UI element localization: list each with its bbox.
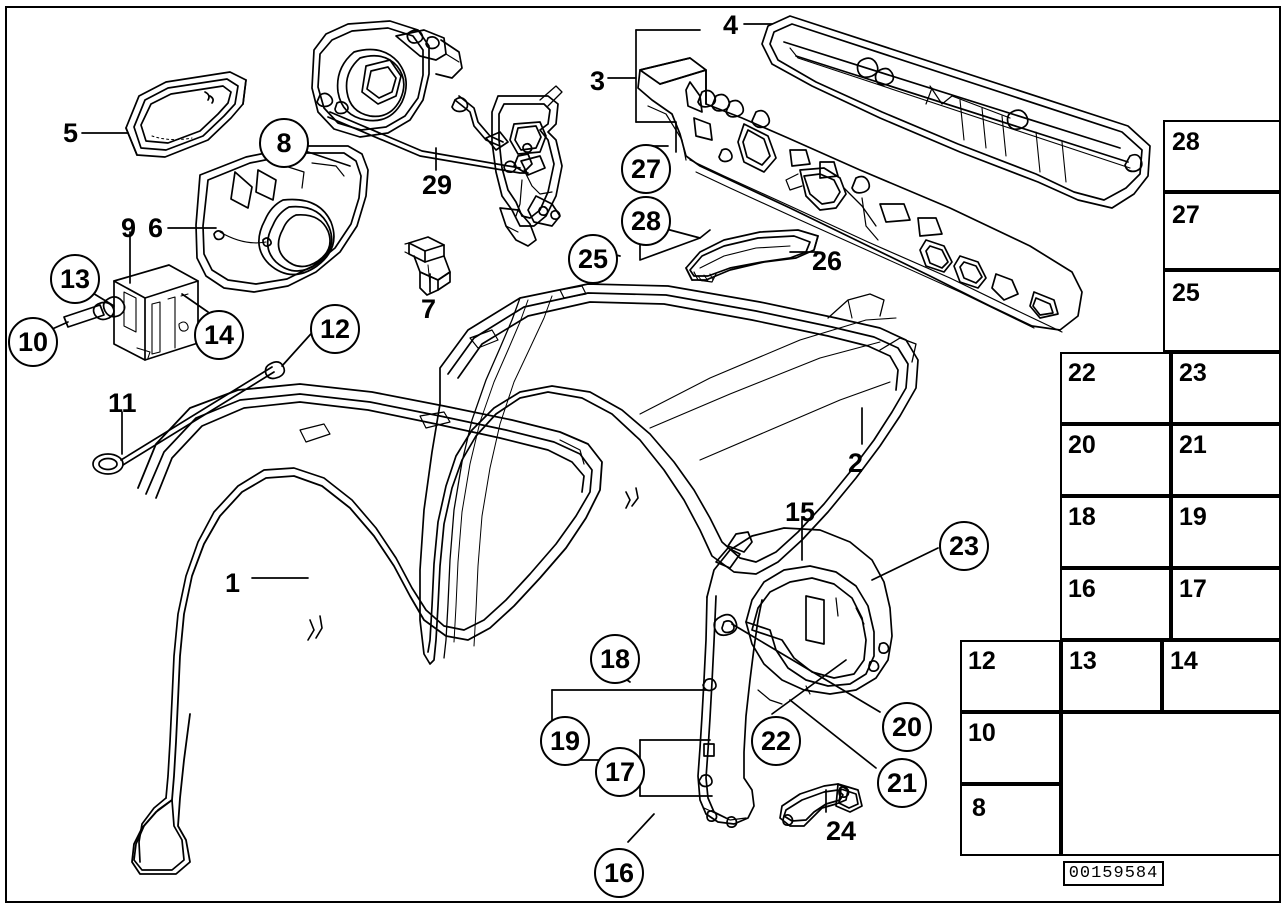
callout-8: 8 <box>259 118 309 168</box>
legend-number-12: 12 <box>968 647 996 675</box>
legend-cell-19 <box>1171 496 1281 568</box>
legend-cell-21 <box>1171 424 1281 496</box>
legend-number-22: 22 <box>1068 359 1096 387</box>
callout-14: 14 <box>194 310 244 360</box>
callout-16: 16 <box>594 848 644 898</box>
legend-cell-20 <box>1060 424 1171 496</box>
callout-28: 28 <box>621 196 671 246</box>
legend-cell-8 <box>960 784 1061 856</box>
callout-27: 27 <box>621 144 671 194</box>
legend-number-20: 20 <box>1068 431 1096 459</box>
legend-number-10: 10 <box>968 719 996 747</box>
callout-24: 24 <box>826 816 857 846</box>
part-5-seal-frame <box>125 71 247 158</box>
legend-number-27: 27 <box>1172 201 1200 229</box>
callout-4: 4 <box>723 10 739 40</box>
part-4-rear-panel-upper <box>761 15 1151 209</box>
legend-cell-25 <box>1163 270 1281 352</box>
legend-number-13: 13 <box>1069 647 1097 675</box>
legend-cell-12 <box>960 640 1061 712</box>
legend-number-23: 23 <box>1179 359 1207 387</box>
callout-17: 17 <box>595 747 645 797</box>
callout-18: 18 <box>590 634 640 684</box>
callout-5: 5 <box>63 118 79 148</box>
legend-cell-13 <box>1061 640 1162 712</box>
callout-9: 9 <box>121 213 137 243</box>
callout-11: 11 <box>108 388 137 418</box>
callout-29: 29 <box>422 170 453 200</box>
legend-number-16: 16 <box>1068 575 1096 603</box>
legend-number-14: 14 <box>1170 647 1198 675</box>
legend-number-18: 18 <box>1068 503 1096 531</box>
callout-25: 25 <box>568 234 618 284</box>
callout-19: 19 <box>540 716 590 766</box>
legend-cell-17 <box>1171 568 1281 640</box>
legend-cell-16 <box>1060 568 1171 640</box>
legend-cell-14 <box>1162 640 1281 712</box>
callout-15: 15 <box>785 497 816 527</box>
legend-number-21: 21 <box>1179 431 1207 459</box>
legend-cell-23 <box>1171 352 1281 424</box>
callout-1: 1 <box>225 568 241 598</box>
callout-23: 23 <box>939 521 989 571</box>
legend-cell-10 <box>960 712 1061 784</box>
callout-26: 26 <box>812 246 843 276</box>
part-2-rear-side-panel <box>419 283 919 665</box>
legend-number-28: 28 <box>1172 128 1200 156</box>
part-26-reinforcement-strip <box>685 229 819 283</box>
legend-number-19: 19 <box>1179 503 1207 531</box>
part-1-quarter-panel-outer <box>131 383 603 875</box>
part-11-grommet-rod <box>92 361 286 475</box>
diagram-number-box: 00159584 <box>1063 861 1164 886</box>
legend-cell-28 <box>1163 120 1281 192</box>
callout-12: 12 <box>310 304 360 354</box>
legend-cell-18 <box>1060 496 1171 568</box>
part-15-wheel-arch-liner <box>697 527 893 828</box>
legend-cell-vehicle <box>1061 712 1281 856</box>
callout-10: 10 <box>8 317 58 367</box>
callout-13: 13 <box>50 254 100 304</box>
part-7-bulb-socket <box>404 236 451 296</box>
part-29-release-cable-assembly <box>311 20 563 247</box>
legend-cell-27 <box>1163 192 1281 270</box>
legend-number-17: 17 <box>1179 575 1207 603</box>
part-24-bracket <box>779 783 863 827</box>
callout-7: 7 <box>421 294 437 324</box>
callout-21: 21 <box>877 758 927 808</box>
callout-3: 3 <box>590 66 606 96</box>
callout-22: 22 <box>751 716 801 766</box>
legend-number-25: 25 <box>1172 279 1200 307</box>
part-6-lamp-housing <box>195 145 369 293</box>
legend-number-8: 8 <box>972 794 986 822</box>
callout-2: 2 <box>848 448 864 478</box>
legend-cell-22 <box>1060 352 1171 424</box>
callout-6: 6 <box>148 213 164 243</box>
part-3-rear-panel-lower <box>637 57 1083 333</box>
diagram-number: 00159584 <box>1068 864 1159 883</box>
callout-20: 20 <box>882 702 932 752</box>
